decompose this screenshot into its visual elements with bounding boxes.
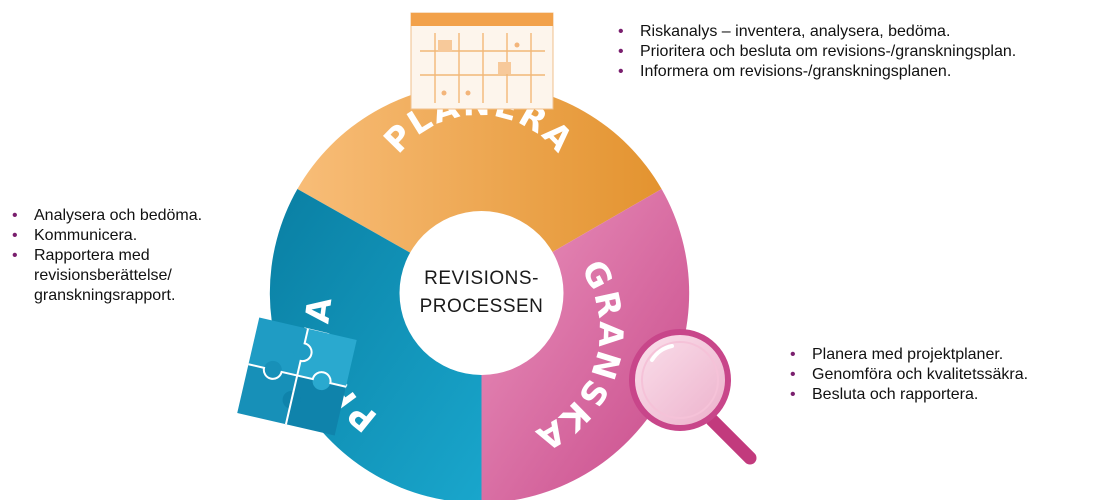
list-item: Prioritera och besluta om revisions-/gra… xyxy=(614,42,1016,62)
prova-bullet-list: Analysera och bedöma. Kommunicera. Rappo… xyxy=(8,206,238,306)
list-item: Riskanalys – inventera, analysera, bedöm… xyxy=(614,22,1016,42)
granska-bullet-list: Planera med projektplaner. Genomföra och… xyxy=(786,345,1028,405)
magnifier-icon xyxy=(629,329,757,465)
center-label-line1: REVISIONS- xyxy=(424,268,539,289)
list-item: Kommunicera. xyxy=(8,226,238,246)
list-item: Genomföra och kvalitetssäkra. xyxy=(786,365,1028,385)
list-item: Besluta och rapportera. xyxy=(786,385,1028,405)
puzzle-icon xyxy=(237,317,357,436)
center-label-line2: PROCESSEN xyxy=(420,296,544,317)
list-item: Rapportera med revisionsberättelse/ gran… xyxy=(8,246,238,306)
list-item: Informera om revisions-/granskningsplane… xyxy=(614,62,1016,82)
planera-bullet-list: Riskanalys – inventera, analysera, bedöm… xyxy=(614,22,1016,82)
center-circle xyxy=(399,211,564,375)
list-item: Planera med projektplaner. xyxy=(786,345,1028,365)
segment-planera xyxy=(297,83,662,293)
list-item: Analysera och bedöma. xyxy=(8,206,238,226)
calendar-icon xyxy=(410,12,554,110)
